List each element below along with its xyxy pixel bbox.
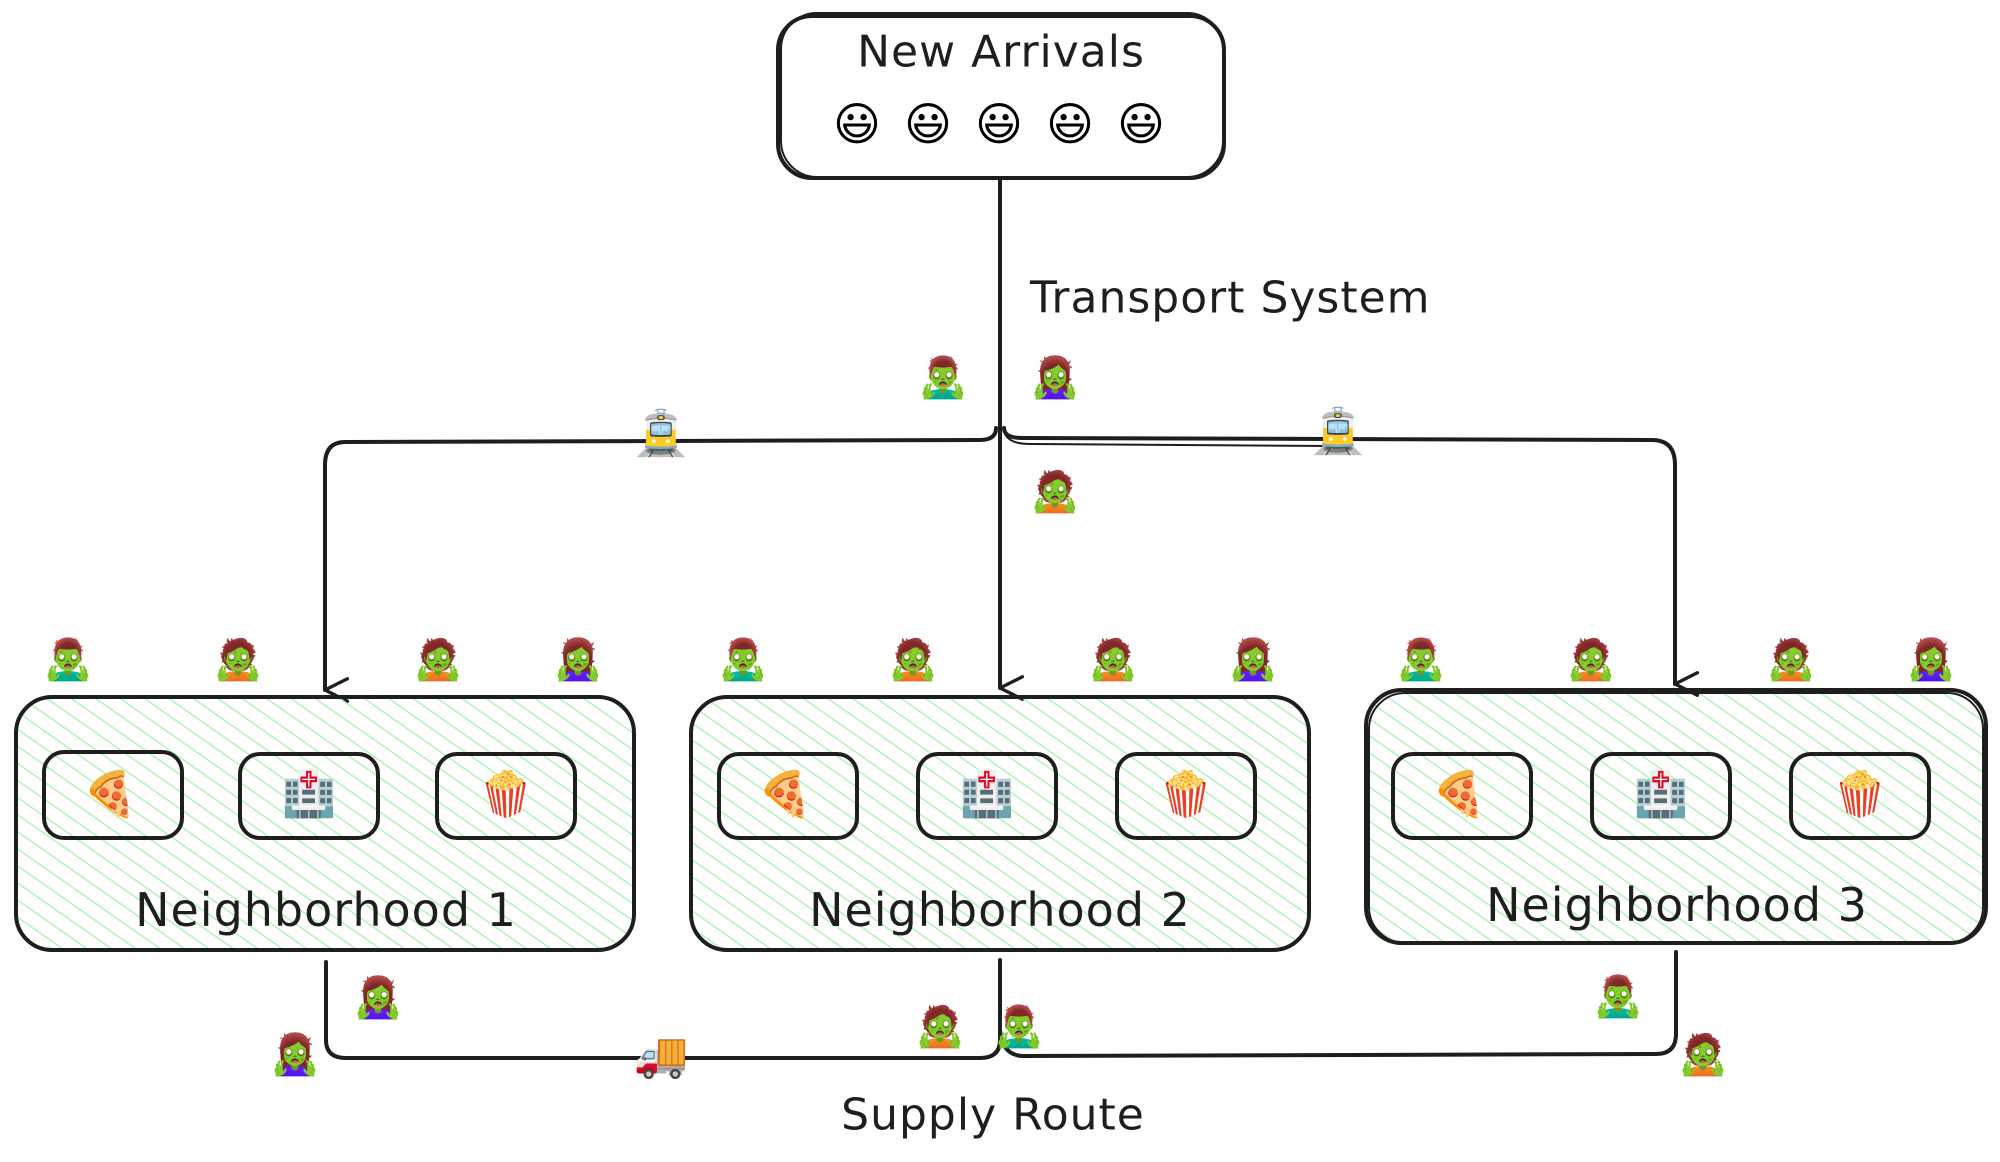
zombie-icon: 🧟 — [888, 637, 938, 683]
zombie-man-icon: 🧟‍♂️ — [918, 355, 968, 401]
supply-line-right — [998, 950, 1678, 1059]
zombie-woman-icon: 🧟‍♀️ — [270, 1032, 320, 1078]
grinning-face-icon: 😃 — [904, 97, 952, 151]
grinning-face-icon: 😃 — [975, 97, 1023, 151]
supply-line-left — [324, 958, 1002, 1060]
zombie-woman-icon: 🧟‍♀️ — [1906, 637, 1956, 683]
grinning-face-icon: 😃 — [1046, 97, 1094, 151]
zombie-woman-icon: 🧟‍♀️ — [1030, 355, 1080, 401]
supply-route-label: Supply Route — [841, 1089, 1145, 1141]
zombie-icon: 🧟 — [1030, 469, 1080, 515]
zombie-icon: 🧟 — [915, 1004, 965, 1050]
new-arrivals-title: New Arrivals — [857, 26, 1145, 78]
zombie-woman-icon: 🧟‍♀️ — [353, 975, 403, 1021]
new-arrivals-node[interactable] — [776, 12, 1226, 180]
zombie-icon: 🧟 — [1566, 637, 1616, 683]
facility-box[interactable] — [1590, 752, 1732, 840]
transport-connectors — [323, 178, 1700, 703]
pizza-icon: 🍕 — [757, 769, 813, 820]
pizza-icon: 🍕 — [1431, 769, 1487, 820]
facility-boxes — [42, 750, 1931, 840]
zombie-man-icon: 🧟‍♂️ — [1396, 637, 1446, 683]
zombie-man-icon: 🧟‍♂️ — [718, 637, 768, 683]
neighborhood-1-label: Neighborhood 1 — [135, 883, 517, 937]
neighborhood-3-label: Neighborhood 3 — [1486, 878, 1868, 932]
zombie-icon: 🧟 — [1088, 637, 1138, 683]
zombie-icon: 🧟 — [413, 637, 463, 683]
facility-box[interactable] — [717, 752, 859, 840]
facility-box[interactable] — [435, 752, 577, 840]
facility-box[interactable] — [1115, 752, 1257, 840]
facility-box[interactable] — [42, 750, 184, 840]
supply-route-lines — [324, 950, 1678, 1060]
zombie-icon: 🧟 — [1678, 1032, 1728, 1078]
zombie-woman-icon: 🧟‍♀️ — [553, 637, 603, 683]
popcorn-icon: 🍿 — [1832, 769, 1888, 820]
delivery-truck-icon: 🚚 — [633, 1030, 689, 1081]
popcorn-icon: 🍿 — [1158, 769, 1214, 820]
facility-box[interactable] — [1391, 752, 1533, 840]
zombie-icon: 🧟 — [1766, 637, 1816, 683]
hospital-icon: 🏥 — [959, 769, 1015, 820]
zombie-woman-icon: 🧟‍♀️ — [1228, 637, 1278, 683]
grinning-face-icon: 😃 — [1117, 97, 1165, 151]
popcorn-icon: 🍿 — [478, 769, 534, 820]
neighborhood-2-box[interactable] — [689, 695, 1311, 952]
zombie-man-icon: 🧟‍♂️ — [43, 637, 93, 683]
left-branch-line — [323, 426, 998, 703]
facility-box[interactable] — [238, 752, 380, 840]
facility-box[interactable] — [916, 752, 1058, 840]
zombie-icon: 🧟 — [213, 637, 263, 683]
hospital-icon: 🏥 — [1633, 769, 1689, 820]
neighborhood-1-box[interactable] — [14, 695, 636, 952]
grinning-face-icon: 😃 — [833, 97, 881, 151]
tram-icon: 🚊 — [633, 408, 689, 459]
tram-icon: 🚊 — [1310, 406, 1366, 457]
neighborhood-2-label: Neighborhood 2 — [809, 883, 1191, 937]
transport-system-label: Transport System — [1030, 272, 1431, 324]
facility-box[interactable] — [1789, 752, 1931, 840]
zombie-man-icon: 🧟‍♂️ — [1593, 974, 1643, 1020]
right-branch-line — [1002, 426, 1700, 697]
hospital-icon: 🏥 — [281, 769, 337, 820]
zombie-man-icon: 🧟‍♂️ — [994, 1004, 1044, 1050]
pizza-icon: 🍕 — [82, 769, 138, 820]
